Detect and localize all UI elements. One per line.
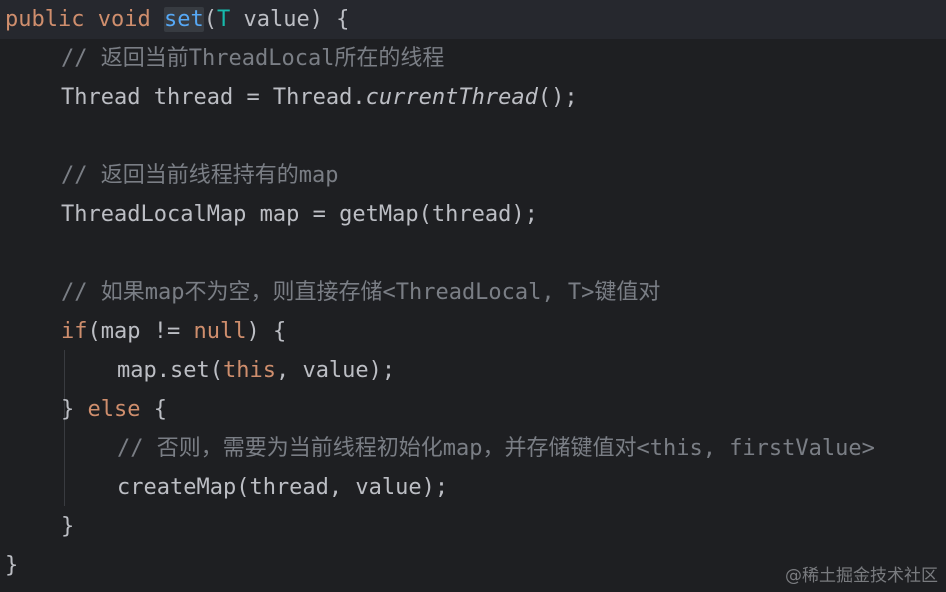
code-line-1[interactable]: public void set(T value) {: [0, 0, 946, 39]
get-map-statement: ThreadLocalMap map = getMap(thread);: [61, 202, 538, 227]
code-line-12[interactable]: // 否则，需要为当前线程初始化map，并存储键值对<this, firstVa…: [0, 429, 946, 468]
type-thread: Thread: [61, 85, 141, 110]
keyword-void: void: [97, 7, 151, 32]
comment-return-map: // 返回当前线程持有的map: [61, 163, 339, 188]
param-value: value) {: [230, 7, 350, 32]
map-set-args: , value);: [275, 358, 396, 383]
close-brace-else: }: [61, 514, 75, 539]
code-line-10[interactable]: map.set(this, value);: [0, 351, 946, 390]
code-line-7[interactable]: [0, 234, 946, 273]
method-name-set[interactable]: set: [163, 7, 204, 32]
code-line-5[interactable]: // 返回当前线程持有的map: [0, 156, 946, 195]
comment-else-create-map: // 否则，需要为当前线程初始化map，并存储键值对<this, firstVa…: [117, 436, 875, 461]
code-line-8[interactable]: // 如果map不为空，则直接存储<ThreadLocal, T>键值对: [0, 273, 946, 312]
keyword-public: public: [5, 7, 85, 32]
create-map-call: createMap(thread, value);: [117, 475, 449, 500]
code-line-3[interactable]: Thread thread = Thread.currentThread();: [0, 78, 946, 117]
close-brace: }: [61, 397, 88, 422]
call-current-thread: currentThread: [365, 85, 538, 110]
else-open-brace: {: [140, 397, 167, 422]
keyword-this: this: [222, 358, 276, 383]
comment-map-not-null: // 如果map不为空，则直接存储<ThreadLocal, T>键值对: [61, 280, 661, 305]
code-line-15[interactable]: }: [0, 546, 946, 585]
watermark: @稀土掘金技术社区: [785, 566, 938, 586]
type-param-t: T: [216, 7, 231, 32]
indent-guide: [64, 428, 65, 506]
call-end: ();: [537, 85, 578, 110]
close-brace-method: }: [5, 553, 19, 578]
code-line-2[interactable]: // 返回当前ThreadLocal所在的线程: [0, 39, 946, 78]
comment-return-thread: // 返回当前ThreadLocal所在的线程: [61, 46, 445, 71]
code-line-4[interactable]: [0, 117, 946, 156]
if-open-brace: ) {: [246, 319, 287, 344]
keyword-null: null: [193, 319, 247, 344]
keyword-else: else: [87, 397, 141, 422]
code-line-6[interactable]: ThreadLocalMap map = getMap(thread);: [0, 195, 946, 234]
code-line-14[interactable]: }: [0, 507, 946, 546]
map-set-call: map.set(: [117, 358, 223, 383]
code-line-13[interactable]: createMap(thread, value);: [0, 468, 946, 507]
keyword-if: if: [61, 319, 88, 344]
if-condition: (map !=: [87, 319, 194, 344]
thread-assign: thread = Thread.: [140, 85, 366, 110]
code-line-11[interactable]: } else {: [0, 390, 946, 429]
code-line-9[interactable]: if(map != null) {: [0, 312, 946, 351]
